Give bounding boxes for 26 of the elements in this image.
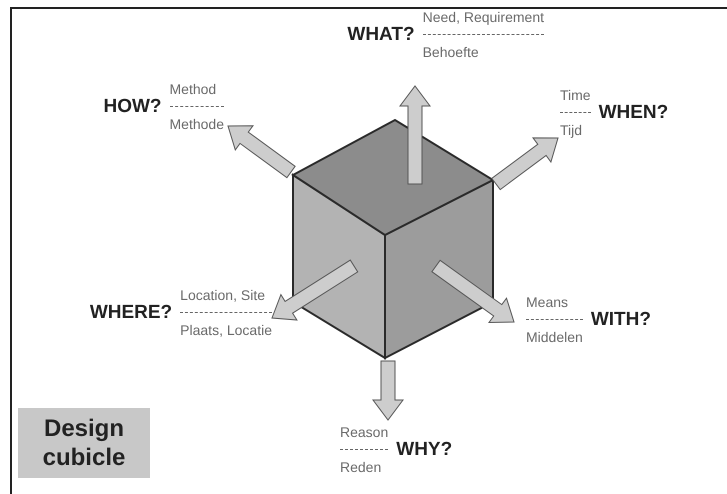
question-label: WHAT? (347, 24, 415, 46)
term-text: Behoefte (422, 43, 479, 61)
block-arrow (491, 137, 559, 190)
cube-drawing (290, 117, 496, 361)
question-label: HOW? (103, 96, 162, 118)
term-text: Methode (170, 115, 224, 133)
block-arrow (399, 85, 431, 184)
term-text: Reason (340, 423, 388, 441)
term-text: Reden (340, 458, 382, 476)
term-text: Method (170, 80, 216, 98)
term-text: Plaats, Locatie (180, 321, 272, 339)
term-text: Time (560, 86, 591, 104)
term-text: Need, Requirement (422, 8, 544, 26)
term-text: Middelen (526, 328, 583, 346)
question-label: WITH? (590, 308, 651, 330)
block-arrow (271, 259, 358, 321)
term-text: Means (526, 293, 568, 311)
block-arrow (372, 360, 404, 421)
term-text: Location, Site (180, 286, 265, 304)
question-label: WHY? (396, 438, 452, 460)
term-text: Tijd (560, 121, 582, 139)
question-label: WHEN? (598, 102, 668, 124)
diagram-title: Design cubicle (18, 408, 150, 478)
block-arrow (227, 125, 296, 178)
block-arrow (431, 260, 515, 324)
question-label: WHERE? (90, 302, 172, 324)
